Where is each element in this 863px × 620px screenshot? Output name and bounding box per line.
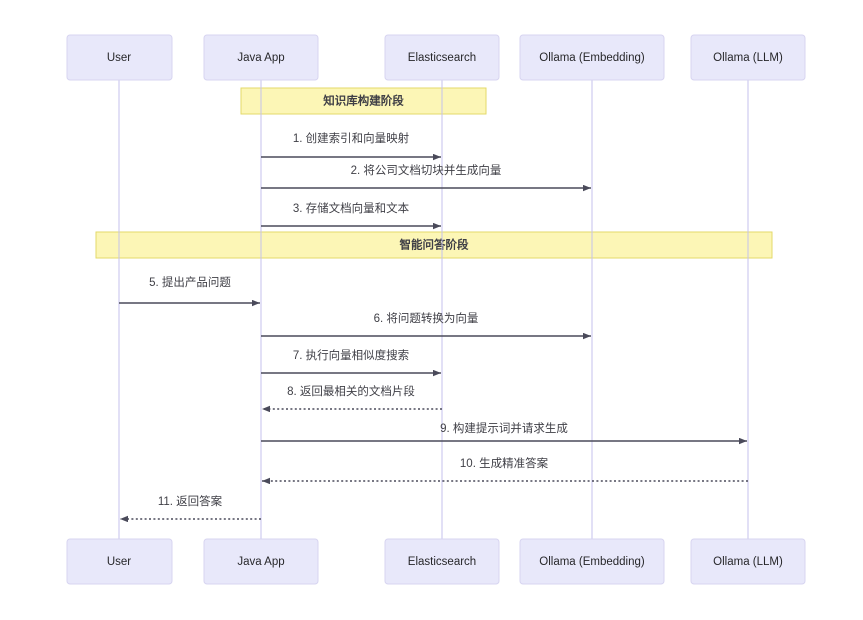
message-8: 8. 返回最相关的文档片段 <box>262 384 442 413</box>
participant-ollama-embedding-bottom-label: Ollama (Embedding) <box>539 556 645 568</box>
participant-user-top[interactable]: User <box>66 34 173 81</box>
message-9-label: 9. 构建提示词并请求生成 <box>440 421 568 435</box>
participant-user-top-label: User <box>107 52 131 64</box>
participant-ollama-llm-top-label: Ollama (LLM) <box>713 52 783 64</box>
message-3: 3. 存储文档向量和文本 <box>261 201 441 230</box>
lifelines-layer <box>118 80 749 539</box>
message-6-label: 6. 将问题转换为向量 <box>374 311 479 325</box>
message-5: 5. 提出产品问题 <box>119 275 260 307</box>
message-7: 7. 执行向量相似度搜索 <box>261 348 441 377</box>
message-1-label: 1. 创建索引和向量映射 <box>293 131 410 145</box>
participant-java-app-bottom-rect[interactable] <box>203 538 319 585</box>
phase-knowledge-base-label: 知识库构建阶段 <box>322 94 404 108</box>
phase-knowledge-base-rect <box>240 87 487 115</box>
phase-qa-label: 智能问答阶段 <box>400 238 469 252</box>
participant-ollama-embedding-top-rect[interactable] <box>519 34 665 81</box>
participant-java-app-top-rect[interactable] <box>203 34 319 81</box>
participant-ollama-llm-bottom-rect[interactable] <box>690 538 806 585</box>
message-5-label: 5. 提出产品问题 <box>149 275 231 289</box>
participant-ollama-llm-bottom-label: Ollama (LLM) <box>713 556 783 568</box>
participant-ollama-llm-top-rect[interactable] <box>690 34 806 81</box>
message-11-label: 11. 返回答案 <box>158 494 223 508</box>
phase-qa-rect <box>95 231 773 259</box>
phase-qa: 智能问答阶段 <box>95 231 773 259</box>
participant-elasticsearch-bottom-rect[interactable] <box>384 538 500 585</box>
participant-elasticsearch-bottom[interactable]: Elasticsearch <box>384 538 500 585</box>
phase-knowledge-base: 知识库构建阶段 <box>240 87 487 115</box>
messages-layer: 1. 创建索引和向量映射 2. 将公司文档切块并生成向量 3. 存储文档向量和文本 5… <box>119 131 748 523</box>
participant-java-app-top-label: Java App <box>237 52 284 64</box>
participant-elasticsearch-top[interactable]: Elasticsearch <box>384 34 500 81</box>
message-10: 10. 生成精准答案 <box>262 456 748 485</box>
participant-user-bottom-label: User <box>107 556 131 568</box>
participant-elasticsearch-top-rect[interactable] <box>384 34 500 81</box>
participant-user-bottom-rect[interactable] <box>66 538 173 585</box>
message-3-label: 3. 存储文档向量和文本 <box>293 201 410 215</box>
participant-user-top-rect[interactable] <box>66 34 173 81</box>
message-11: 11. 返回答案 <box>120 494 261 523</box>
participant-elasticsearch-top-label: Elasticsearch <box>408 52 476 64</box>
message-1: 1. 创建索引和向量映射 <box>261 131 441 161</box>
participant-ollama-embedding-bottom-rect[interactable] <box>519 538 665 585</box>
message-10-label: 10. 生成精准答案 <box>460 456 549 470</box>
participant-java-app-bottom[interactable]: Java App <box>203 538 319 585</box>
message-7-label: 7. 执行向量相似度搜索 <box>293 348 409 362</box>
participant-ollama-embedding-bottom[interactable]: Ollama (Embedding) <box>519 538 665 585</box>
message-6: 6. 将问题转换为向量 <box>261 311 591 340</box>
participant-ollama-embedding-top-label: Ollama (Embedding) <box>539 52 645 64</box>
participant-java-app-bottom-label: Java App <box>237 556 284 568</box>
participant-ollama-llm-top[interactable]: Ollama (LLM) <box>690 34 806 81</box>
participant-ollama-embedding-top[interactable]: Ollama (Embedding) <box>519 34 665 81</box>
message-2: 2. 将公司文档切块并生成向量 <box>261 163 591 192</box>
participant-ollama-llm-bottom[interactable]: Ollama (LLM) <box>690 538 806 585</box>
message-8-label: 8. 返回最相关的文档片段 <box>287 384 415 398</box>
participant-java-app-top[interactable]: Java App <box>203 34 319 81</box>
message-2-label: 2. 将公司文档切块并生成向量 <box>351 163 502 177</box>
message-9: 9. 构建提示词并请求生成 <box>261 421 747 445</box>
participant-user-bottom[interactable]: User <box>66 538 173 585</box>
participant-elasticsearch-bottom-label: Elasticsearch <box>408 556 476 568</box>
